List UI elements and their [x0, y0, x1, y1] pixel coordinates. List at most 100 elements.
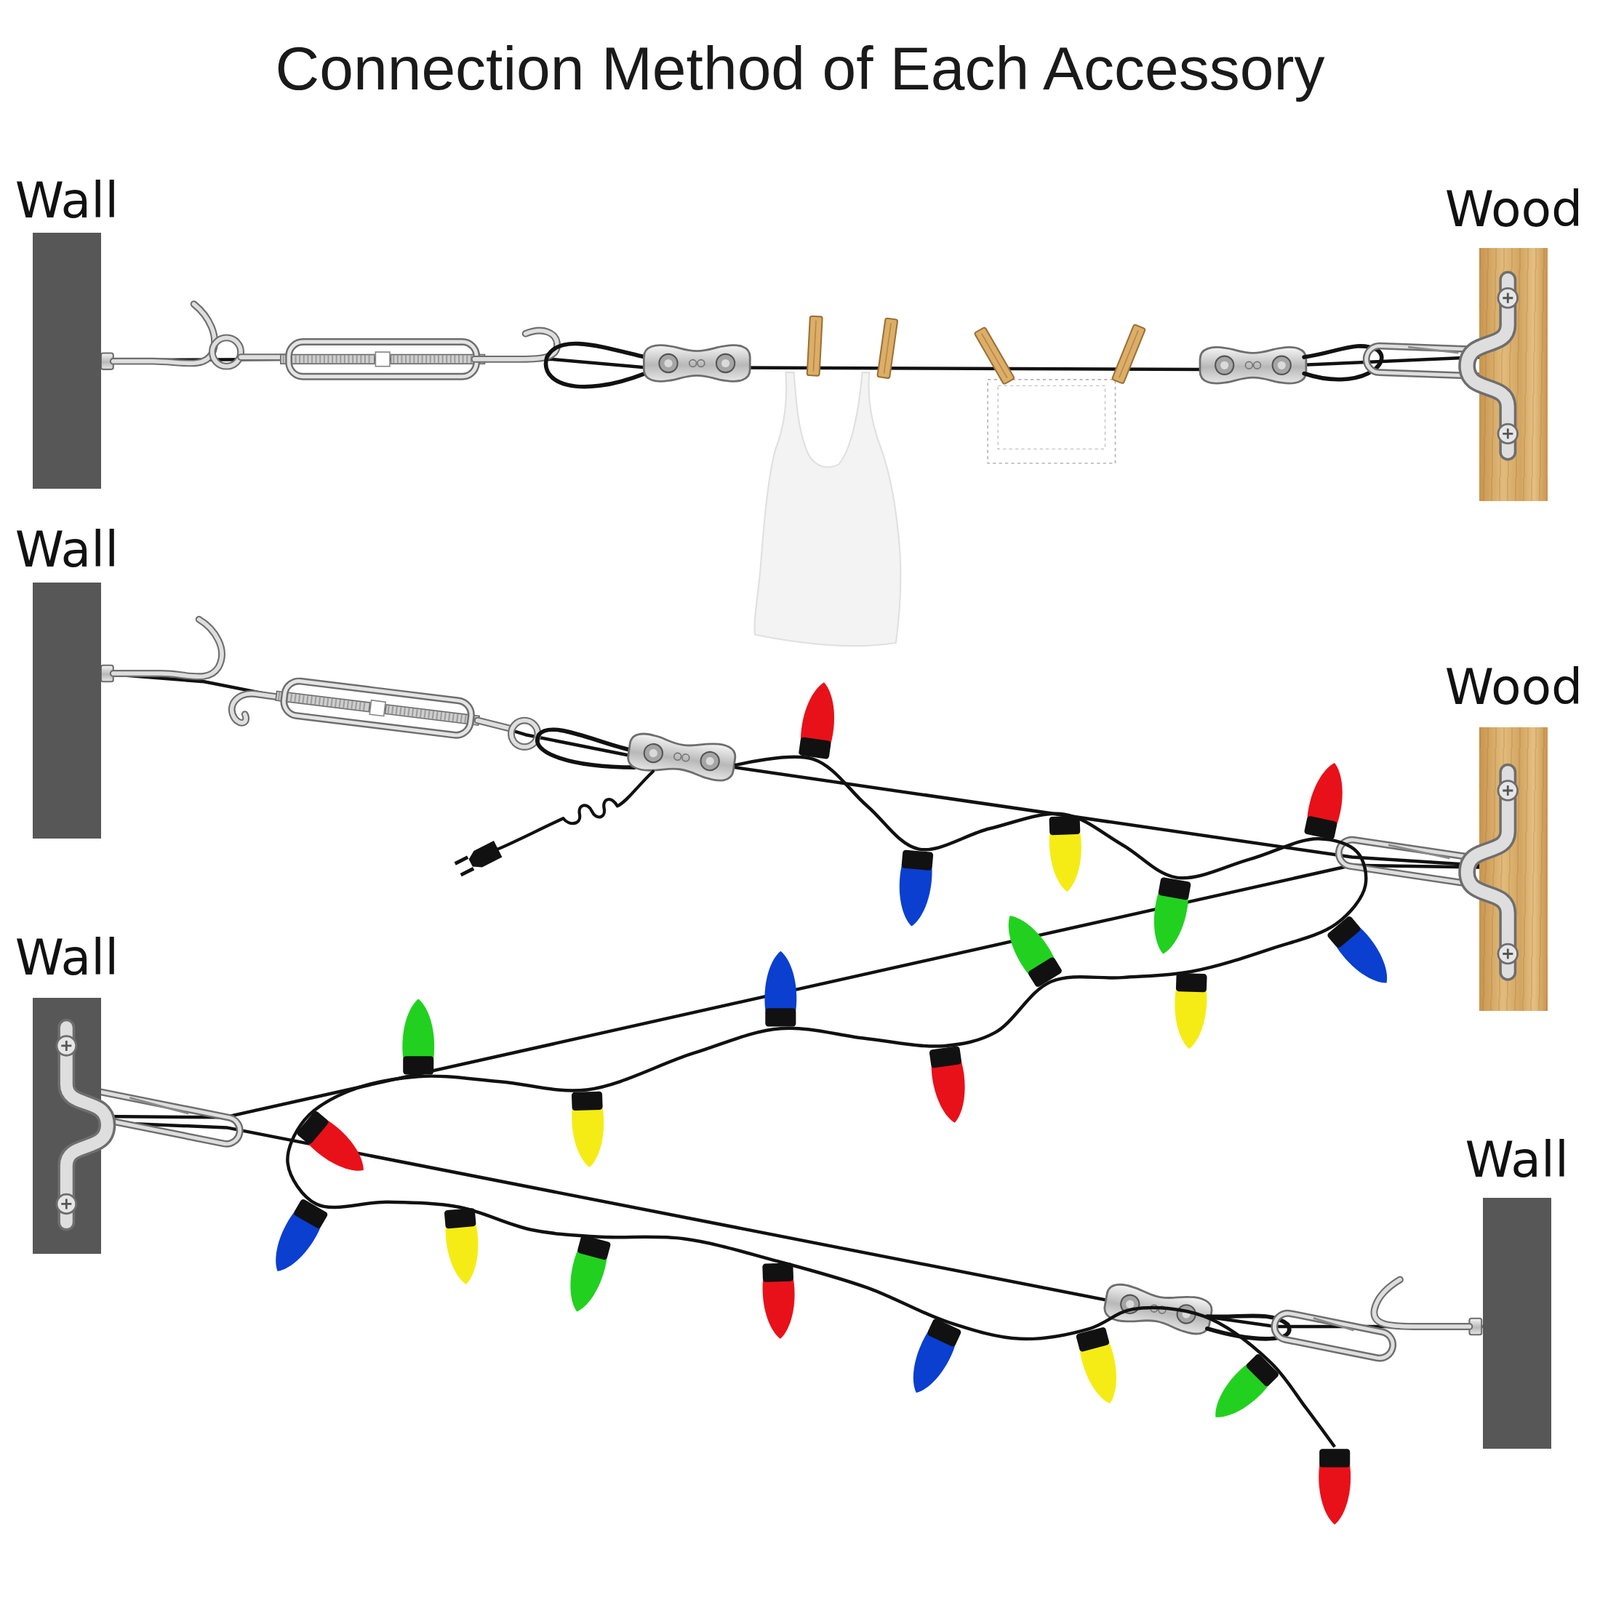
metal-outline — [1467, 772, 1509, 973]
clamp-mark — [689, 360, 697, 368]
tank-top — [754, 372, 902, 646]
clamp-mark — [1253, 361, 1262, 369]
clothespin-split — [1119, 330, 1139, 378]
clamp-nut-hole — [648, 748, 659, 758]
light-bulb — [561, 1234, 612, 1317]
light-bulb — [1074, 1326, 1126, 1408]
block-label: Wood — [1445, 184, 1584, 235]
light-bulb — [764, 951, 797, 1027]
clamp-body — [643, 345, 750, 382]
screw-head — [1498, 781, 1518, 801]
pad-eye-group — [1467, 279, 1518, 452]
clamp-mark — [673, 752, 682, 761]
metal-outline — [66, 1027, 107, 1223]
clothespin-body — [807, 316, 823, 376]
wire-rope-clamp — [626, 731, 737, 782]
bulb-socket — [1048, 816, 1080, 836]
metal-outline — [477, 720, 511, 729]
clothespin-body — [877, 317, 898, 379]
metal-outline — [212, 337, 241, 366]
metal-outline — [511, 720, 538, 747]
light-bulb — [928, 1045, 971, 1126]
metal-part — [66, 1027, 107, 1223]
clothespin — [974, 327, 1015, 385]
bulb-socket — [1075, 1326, 1110, 1352]
light-bulb — [996, 907, 1064, 989]
bulb-socket — [798, 736, 832, 760]
bulb-socket — [901, 849, 934, 871]
metal-part — [113, 304, 215, 363]
cable-line — [101, 673, 1480, 866]
bulb-socket — [1157, 877, 1192, 901]
screw-slot — [1503, 949, 1514, 960]
bulb-glass — [1147, 893, 1190, 958]
screw-slot — [1503, 785, 1514, 796]
clamp-mark — [681, 753, 690, 762]
turnbuckle-frame-outline — [282, 679, 473, 737]
clamp-mark — [697, 360, 705, 368]
block-label-group: Wall — [15, 176, 119, 226]
plug-prong — [454, 855, 470, 865]
clamp-nut — [699, 750, 721, 772]
carabiner-gate — [1387, 845, 1451, 859]
turnbuckle-frame — [288, 341, 477, 377]
block-label: Wall — [15, 176, 119, 226]
bulb-glass — [896, 866, 934, 928]
metal-outline — [1373, 1279, 1470, 1327]
metal-outline — [232, 693, 278, 723]
plug-prong — [460, 866, 475, 877]
metal-outline — [113, 619, 222, 678]
bulb-glass — [1318, 1465, 1351, 1525]
light-bulb — [443, 1208, 483, 1286]
light-bulb — [1147, 877, 1192, 958]
bulb-glass — [762, 1279, 797, 1340]
light-bulb — [1325, 914, 1399, 994]
pad-eye-plate — [1479, 727, 1548, 1011]
light-bulb — [896, 849, 935, 928]
thread-lines — [387, 709, 478, 720]
light-bulb — [901, 1317, 963, 1400]
diagram-title: Connection Method of Each Accessory — [0, 37, 1600, 99]
pad-eye-plate — [32, 997, 102, 1254]
clamp-nut-hole — [664, 359, 672, 368]
block-label-group: Wall — [1464, 1135, 1568, 1185]
screw-head — [1498, 424, 1518, 444]
screw-head — [1498, 288, 1518, 308]
light-string-wire — [287, 757, 1366, 1448]
clothespin-body — [974, 327, 1015, 385]
turnbuckle-slot — [375, 352, 390, 367]
light-bulb — [761, 1262, 796, 1339]
turnbuckle — [274, 678, 481, 739]
clamp-nut-hole — [1277, 361, 1286, 370]
light-bulb — [1048, 816, 1083, 893]
bulb-glass — [402, 999, 435, 1059]
bulb-glass — [800, 680, 840, 744]
clamp-mark — [1245, 361, 1253, 369]
screw-slot — [1503, 428, 1514, 439]
bulb-socket — [1176, 973, 1208, 993]
bulb-glass — [1173, 989, 1208, 1050]
bulb-glass — [561, 1250, 608, 1316]
plug-body — [466, 840, 502, 872]
screw-slot — [61, 1199, 72, 1210]
pad-eye-group — [56, 1027, 107, 1223]
wall-block: Wall — [32, 232, 102, 489]
block-label: Wall — [15, 933, 119, 983]
wood-block: Wood — [1479, 248, 1548, 502]
wood-block: Wood — [1479, 727, 1548, 1011]
clothespin — [1112, 324, 1146, 384]
thread-lines — [278, 696, 368, 707]
carabiner-gate — [1312, 1317, 1355, 1331]
power-plug — [453, 840, 502, 878]
block-label-group: Wood — [1445, 662, 1584, 712]
paper-inner — [997, 385, 1105, 449]
light-bulb — [1173, 973, 1208, 1050]
bulb-socket — [762, 1262, 794, 1283]
bulb-glass — [445, 1224, 483, 1286]
clothespin-split — [981, 333, 1008, 379]
clothespin-body — [1112, 324, 1146, 384]
turnbuckle-slot — [369, 700, 386, 717]
